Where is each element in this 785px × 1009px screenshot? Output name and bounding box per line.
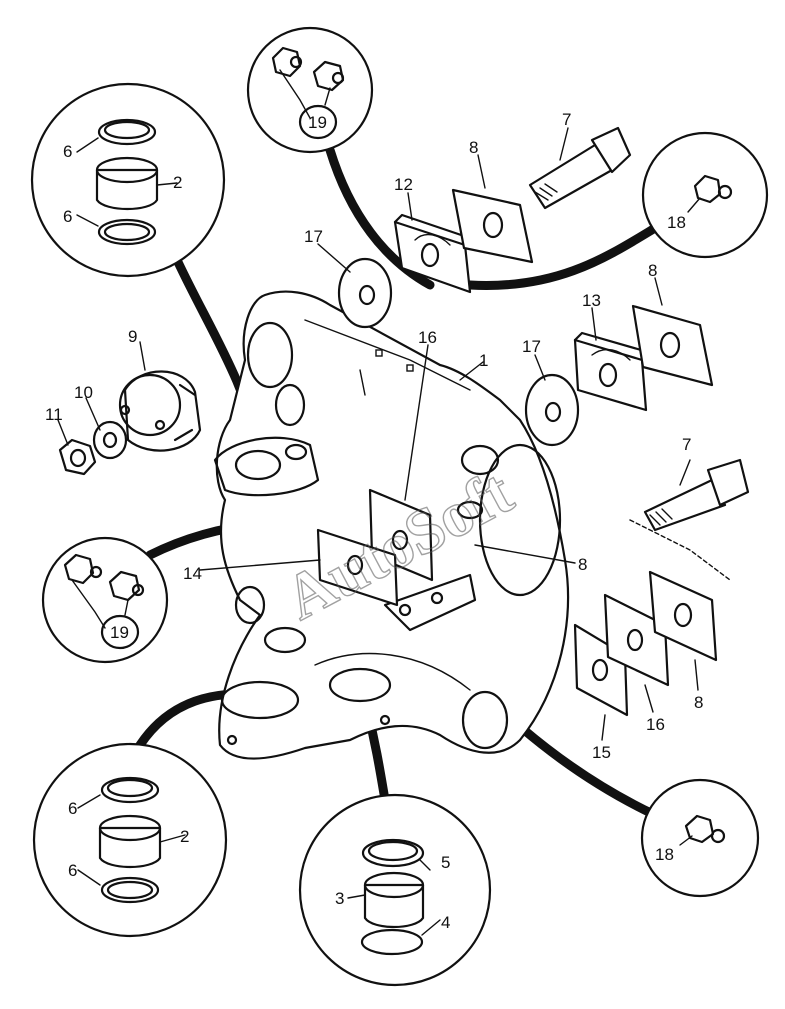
clip-12 — [393, 213, 472, 294]
washer-17-upper — [337, 257, 393, 329]
label-part-12: 12 — [394, 175, 413, 194]
washer-17-right — [524, 373, 580, 447]
detail-circle-bushing-lower — [32, 742, 228, 938]
plate-8-lower — [648, 570, 718, 662]
shim-16-lower — [603, 593, 670, 687]
plate-8-right — [631, 304, 714, 387]
bolt-7-upper — [528, 126, 632, 210]
plate-8-upper — [451, 188, 534, 264]
detail-circle-grease-18-lower — [640, 778, 760, 898]
label-part-2-lower: 2 — [180, 827, 189, 846]
label-part-6-d: 6 — [68, 861, 77, 880]
cap-9 — [118, 370, 202, 452]
label-part-15: 15 — [592, 743, 611, 762]
label-part-8-c: 8 — [578, 555, 587, 574]
detail-circle-fitting-19-upper — [246, 26, 374, 154]
label-part-9: 9 — [128, 327, 137, 346]
label-part-18-b: 18 — [655, 845, 674, 864]
detail-circle-fitting-19-lower — [41, 536, 169, 664]
label-part-3: 3 — [335, 889, 344, 908]
label-part-6-b: 6 — [63, 207, 72, 226]
label-part-14: 14 — [183, 564, 202, 583]
clip-13 — [573, 331, 650, 412]
label-part-7-upper: 7 — [562, 110, 571, 129]
detail-circle-bushing-bottom — [298, 793, 492, 987]
part-labels: 1 2 2 3 4 5 6 6 6 6 7 7 8 8 8 8 9 10 11 … — [45, 110, 703, 932]
label-part-8-d: 8 — [694, 693, 703, 712]
label-part-13: 13 — [582, 291, 601, 310]
bolt-7-lower — [643, 458, 750, 532]
nut-11 — [58, 438, 97, 476]
label-leaders — [57, 127, 701, 936]
detail-circle-grease-18-upper — [641, 131, 769, 259]
label-part-5: 5 — [441, 853, 450, 872]
label-part-7-lower: 7 — [682, 435, 691, 454]
detail-circle-bushing-upper — [30, 82, 226, 278]
label-part-18-a: 18 — [667, 213, 686, 232]
label-part-8-b: 8 — [648, 261, 657, 280]
label-part-17-b: 17 — [522, 337, 541, 356]
label-part-19-a: 19 — [308, 113, 327, 132]
label-part-8-a: 8 — [469, 138, 478, 157]
label-part-19-b: 19 — [110, 623, 129, 642]
inner-shims — [316, 488, 434, 607]
washer-10 — [92, 420, 128, 460]
label-part-16-b: 16 — [646, 715, 665, 734]
label-part-2-upper: 2 — [173, 173, 182, 192]
label-part-6-c: 6 — [68, 799, 77, 818]
label-part-11: 11 — [45, 405, 63, 424]
label-part-17-a: 17 — [304, 227, 323, 246]
label-part-4: 4 — [441, 913, 450, 932]
label-part-1: 1 — [479, 351, 488, 370]
label-part-10: 10 — [74, 383, 93, 402]
label-part-16-a: 16 — [418, 328, 437, 347]
label-part-6-a: 6 — [63, 142, 72, 161]
